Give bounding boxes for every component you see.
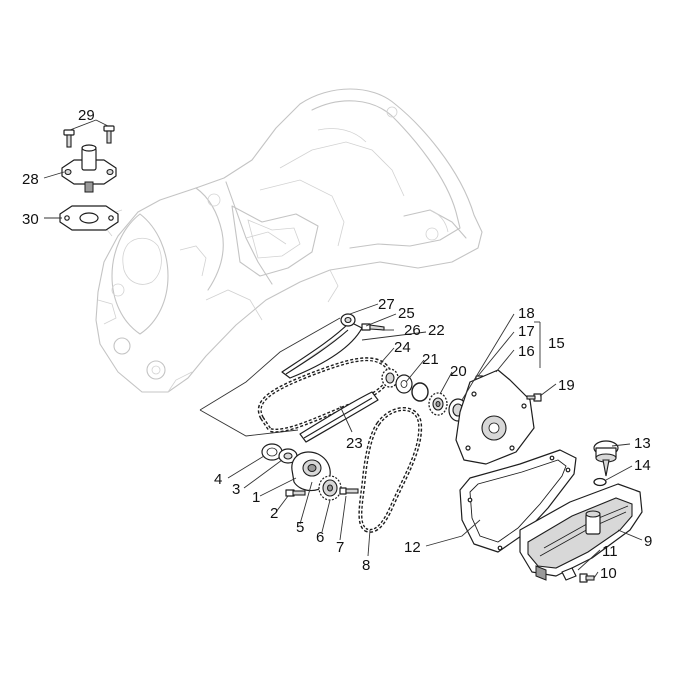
drain-plug-assembly: [561, 567, 595, 583]
callout-14: 14: [634, 457, 651, 474]
chain-tensioner-assembly: [59, 125, 119, 231]
drive-chain-upper: [257, 357, 392, 433]
callout-27: 27: [378, 296, 395, 313]
callout-28: 28: [22, 171, 39, 188]
callout-19: 19: [558, 377, 575, 394]
callout-23: 23: [346, 435, 363, 452]
callout-26: 26: [404, 322, 421, 339]
callout-1: 1: [252, 489, 260, 506]
tensioner-bolt-left: [63, 129, 75, 148]
callout-30: 30: [22, 211, 39, 228]
callout-21: 21: [422, 351, 439, 368]
chain-slider-lower: [299, 391, 379, 443]
callout-13: 13: [634, 435, 651, 452]
pump-sprocket: [318, 475, 342, 501]
callout-29: 29: [78, 107, 95, 124]
pump-screw: [285, 489, 306, 497]
drain-washer: [561, 567, 577, 581]
callout-4: 4: [214, 471, 222, 488]
oil-sump: [519, 483, 643, 581]
callout-6: 6: [316, 529, 324, 546]
callout-9: 9: [644, 533, 652, 550]
cover-bolt: [526, 393, 542, 402]
oil-pump-chain: [358, 407, 423, 533]
tensioner-bolt-right: [103, 125, 115, 144]
callout-5: 5: [296, 519, 304, 536]
callout-22: 22: [428, 322, 445, 339]
dipstick-o-ring: [593, 477, 607, 487]
tensioner-gasket: [59, 205, 119, 231]
pump-cover: [455, 369, 535, 465]
pump-drive-sprocket: [428, 392, 448, 416]
guide-pivot-parts: [340, 313, 385, 331]
callout-18: 18: [518, 305, 535, 322]
drain-plug: [579, 573, 595, 583]
callout-20: 20: [450, 363, 467, 380]
callout-2: 2: [270, 505, 278, 522]
dipstick-assembly: [593, 440, 619, 487]
callout-16: 16: [518, 343, 535, 360]
callout-7: 7: [336, 539, 344, 556]
snap-ring: [411, 382, 429, 402]
callout-8: 8: [362, 557, 370, 574]
pump-sprocket-bolt: [339, 487, 359, 495]
crankcase-outline: [95, 88, 483, 393]
cover-group: [448, 369, 542, 465]
callout-3: 3: [232, 481, 240, 498]
leader-lines: [43, 119, 643, 579]
callout-labels: 29 28 30 27 25 26 22 24 21 20 18 17 16 1…: [22, 107, 652, 582]
callout-17: 17: [518, 323, 535, 340]
callout-24: 24: [394, 339, 411, 356]
callout-10: 10: [600, 565, 617, 582]
callout-12: 12: [404, 539, 421, 556]
sump-gasket: [459, 449, 577, 553]
callout-25: 25: [398, 305, 415, 322]
callout-15: 15: [548, 335, 565, 352]
oil-pump-assembly: [261, 443, 359, 501]
callout-11: 11: [602, 543, 618, 560]
dipstick: [593, 440, 619, 477]
tensioner-body: [61, 144, 117, 193]
crank-sprocket-group: [381, 368, 448, 416]
